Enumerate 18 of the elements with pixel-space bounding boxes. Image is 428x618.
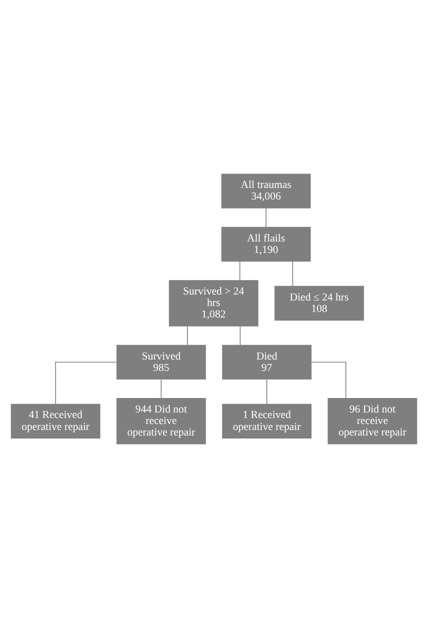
connector [292, 260, 294, 287]
connector [266, 378, 268, 405]
node-box: 1 Received operative repair [222, 404, 312, 439]
connector [310, 362, 346, 399]
connector [186, 326, 188, 346]
connector [160, 378, 162, 399]
node-box: 41 Received operative repair [10, 404, 100, 439]
node-box: 96 Did not receive operative repair [328, 398, 418, 444]
node-box: All traumas 34,006 [221, 174, 311, 208]
node-box: All flails 1,190 [221, 226, 311, 262]
connector [55, 362, 118, 405]
node-box: Died 97 [222, 344, 312, 380]
connector [239, 260, 240, 281]
node-box: 944 Did not receive operative repair [116, 398, 206, 444]
node-box: Died ≤ 24 hrs 108 [274, 286, 364, 321]
node-box: Survived > 24 hrs 1,082 [168, 280, 258, 326]
node-box: Survived 985 [116, 344, 206, 380]
connector [240, 326, 241, 346]
